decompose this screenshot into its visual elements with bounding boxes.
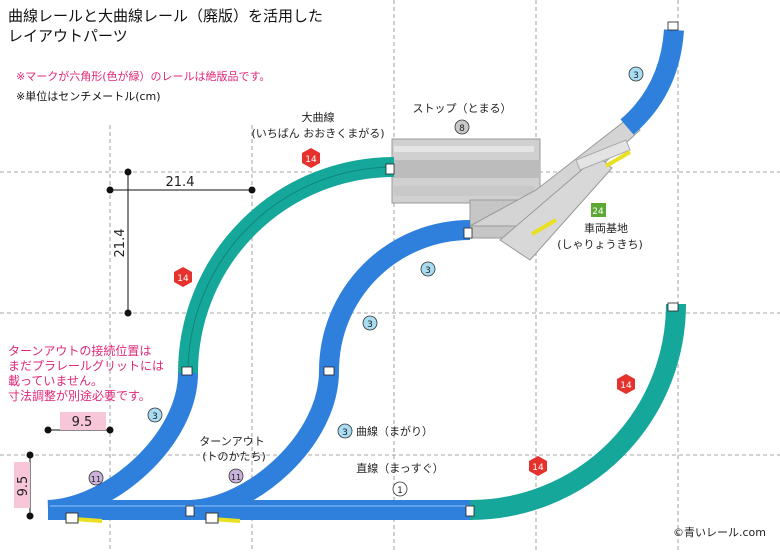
svg-text:14: 14 bbox=[177, 274, 189, 284]
svg-text:3: 3 bbox=[152, 412, 158, 422]
badge-turnout-left: 11 bbox=[88, 470, 104, 486]
turnout-note: ターンアウトの接続位置は まだプラレールグリットには 載っていません。 寸法調整… bbox=[8, 344, 164, 404]
label-depot-reading: (しゃりょうきち) bbox=[557, 238, 643, 251]
svg-text:14: 14 bbox=[305, 155, 317, 165]
badge-straight: 1 bbox=[392, 481, 408, 497]
curve-inner-upper bbox=[319, 220, 471, 372]
page-title: 曲線レールと大曲線レール（廃版）を活用した レイアウトパーツ bbox=[8, 6, 323, 46]
label-turnout: ターンアウト bbox=[199, 435, 264, 448]
svg-text:1: 1 bbox=[397, 486, 403, 496]
badge-depot: 24 bbox=[591, 203, 606, 217]
note-units: ※単位はセンチメートル(cm) bbox=[16, 90, 161, 103]
title-line-2: レイアウトパーツ bbox=[8, 27, 128, 45]
badge-large-curve-bottom: 14 bbox=[529, 456, 547, 476]
svg-text:11: 11 bbox=[91, 475, 101, 484]
label-large-curve-reading: (いちばん おおきくまがる) bbox=[251, 126, 384, 140]
svg-text:24: 24 bbox=[592, 207, 604, 217]
turnout-note-line-1: ターンアウトの接続位置は bbox=[8, 344, 152, 358]
svg-text:14: 14 bbox=[532, 463, 544, 473]
svg-text:3: 3 bbox=[367, 320, 373, 330]
badge-stop: 8 bbox=[454, 119, 470, 135]
badge-curve-mid: 3 bbox=[362, 315, 378, 331]
svg-text:3: 3 bbox=[425, 266, 431, 276]
badge-curve-left: 3 bbox=[147, 407, 163, 423]
svg-text:14: 14 bbox=[620, 381, 632, 391]
turnout-note-line-2: まだプラレールグリットには bbox=[8, 359, 165, 373]
label-large-curve: 大曲線 bbox=[302, 110, 335, 124]
dim-small-vertical: 9.5 bbox=[16, 476, 31, 497]
stop-rail bbox=[391, 138, 541, 204]
label-stop: ストップ（とまる） bbox=[413, 102, 512, 115]
svg-text:8: 8 bbox=[459, 124, 465, 134]
svg-text:3: 3 bbox=[633, 71, 639, 81]
label-straight: 直線（まっすぐ） bbox=[356, 461, 444, 475]
badge-curve-label: 3 bbox=[337, 423, 353, 439]
large-curve-lower bbox=[469, 303, 686, 520]
label-curve: 曲線（まがり） bbox=[356, 424, 433, 438]
badge-large-curve-top: 14 bbox=[302, 148, 320, 168]
badge-curve-top-right: 3 bbox=[628, 66, 644, 82]
turnout-note-line-4: 寸法調整が別途必要です。 bbox=[8, 389, 151, 403]
badge-large-curve-left: 14 bbox=[174, 267, 192, 287]
curve-top-right bbox=[620, 29, 684, 135]
svg-text:3: 3 bbox=[342, 428, 348, 438]
dim-small-horizontal: 9.5 bbox=[72, 415, 93, 430]
dim-vertical: 21.4 bbox=[113, 229, 128, 258]
badge-curve-inner: 3 bbox=[420, 261, 436, 277]
svg-text:11: 11 bbox=[231, 473, 241, 482]
badge-large-curve-right: 14 bbox=[617, 374, 635, 394]
label-depot: 車両基地 bbox=[584, 221, 628, 235]
turnout-note-line-3: 載っていません。 bbox=[8, 374, 104, 388]
title-line-1: 曲線レールと大曲線レール（廃版）を活用した bbox=[8, 7, 324, 25]
copyright: ©青いレール.com bbox=[673, 526, 766, 539]
label-turnout-reading: (トのかたち) bbox=[202, 450, 266, 463]
badge-turnout-mid: 11 bbox=[228, 468, 244, 484]
note-discontinued: ※マークが六角形(色が緑）のレールは絶版品です。 bbox=[16, 70, 271, 83]
dim-horizontal: 21.4 bbox=[166, 175, 195, 190]
depot-rail bbox=[469, 119, 641, 261]
straight-rail bbox=[48, 500, 472, 520]
